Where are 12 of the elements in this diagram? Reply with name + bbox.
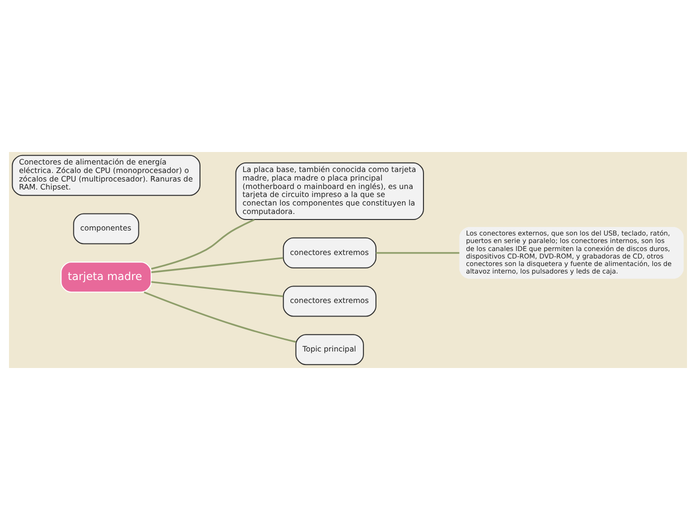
connector — [144, 291, 296, 343]
node-box: Topic principal — [295, 334, 364, 366]
connector — [376, 252, 460, 254]
node-box: tarjeta madre — [60, 262, 152, 293]
node-box: conectores extremos — [282, 237, 376, 268]
connector — [151, 257, 284, 274]
connector — [151, 281, 284, 298]
node-box: conectores extremos — [282, 286, 376, 317]
connector — [151, 218, 255, 270]
node-box: componentes — [73, 213, 140, 244]
node-box: La placa base, también conocida como tarjeta madre, placa madre o placa principal (motherboard o mainboard en inglés), es una tarjeta de circuito impreso a la que se conectan los componentes que constituyen la computadora. — [235, 162, 424, 220]
node-box: Conectores de alimentación de energía eléctrica. Zócalo de CPU (monoprocesador) o zócalos de CPU (multiprocesador). Ranuras de RAM. Chipset. — [12, 154, 200, 196]
